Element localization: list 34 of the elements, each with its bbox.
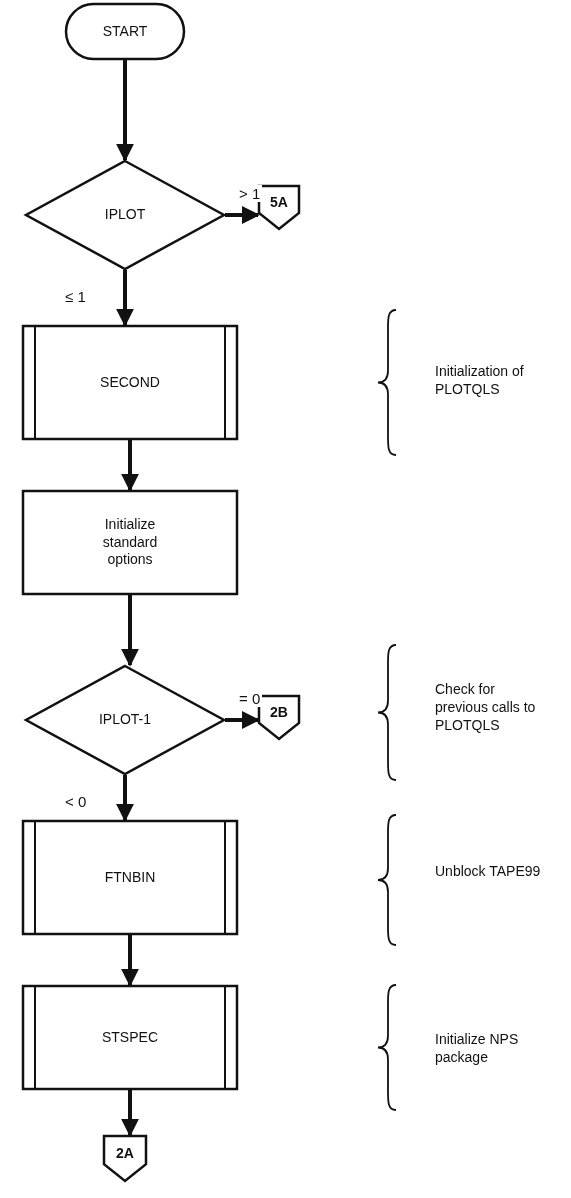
annotation-text: Initialization of PLOTQLS: [435, 362, 525, 399]
annotation-text: Initialize NPS package: [435, 1030, 520, 1067]
predefined-process-box: [22, 820, 238, 935]
predefined-process-box: [22, 985, 238, 1090]
arrow: [116, 270, 134, 327]
node-label: Initialize standard options: [101, 516, 159, 569]
node-label: IPLOT-1: [98, 711, 152, 729]
node-label: 2B: [270, 703, 288, 722]
decision-diamond: [25, 160, 225, 270]
offpage-connector: [258, 185, 300, 230]
process-box: [22, 490, 238, 595]
arrow: [121, 1090, 139, 1137]
arrow: [116, 60, 134, 162]
node-label: STSPEC: [102, 1028, 158, 1047]
terminal-shape: [65, 3, 185, 60]
node-label: FTNBIN: [104, 868, 156, 887]
predefined-process-box: [22, 325, 238, 440]
offpage-connector: [103, 1135, 147, 1182]
annotation-text: Unblock TAPE99: [435, 862, 542, 881]
node-label: 2A: [116, 1144, 134, 1163]
node-label: 5A: [270, 193, 288, 212]
node-label: START: [102, 22, 148, 41]
edge-label: > 1: [237, 185, 263, 202]
decision-diamond: [25, 665, 225, 775]
arrow: [225, 711, 260, 729]
arrow: [121, 440, 139, 492]
node-label: SECOND: [100, 373, 160, 392]
arrow: [121, 595, 139, 667]
arrow: [116, 775, 134, 822]
node-label: IPLOT: [104, 206, 146, 224]
annotation-text: Check for previous calls to PLOTQLS: [435, 680, 537, 735]
offpage-connector: [258, 695, 300, 740]
arrow: [225, 206, 260, 224]
arrow: [121, 935, 139, 987]
